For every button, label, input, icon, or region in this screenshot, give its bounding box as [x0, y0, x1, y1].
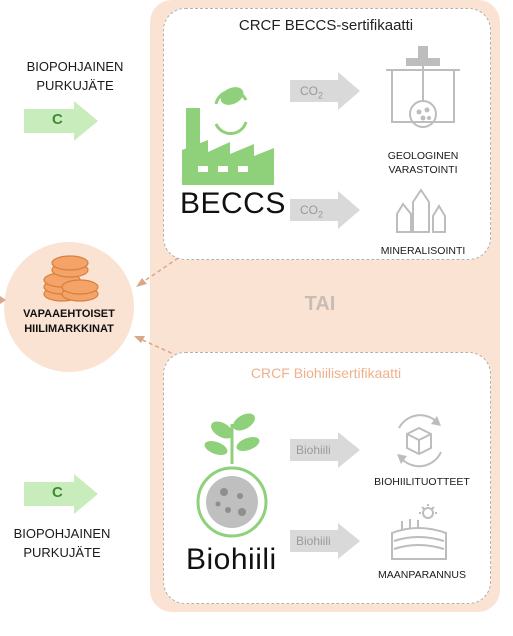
biochar-arrow-2-label: Biohiili	[296, 534, 331, 548]
factory-icon	[182, 87, 274, 185]
biochar-label: Biohiili	[186, 543, 277, 576]
connector-biochar-to-market	[134, 336, 179, 357]
biochar-products-label: BIOHIILITUOTTEET	[374, 476, 470, 488]
or-label: TAI	[304, 293, 336, 315]
field-icon	[391, 504, 447, 560]
voluntary-market-label: VAPAAEHTOISET HIILIMARKKINAT	[4, 307, 134, 337]
geological-storage-icon	[386, 46, 460, 128]
connector-beccs-to-market	[136, 253, 185, 287]
input-label-bottom: BIOPOHJAINEN PURKUJÄTE	[0, 524, 132, 562]
connector-market-left	[0, 296, 6, 304]
crystal-icon	[396, 188, 446, 233]
beccs-card-title: CRCF BECCS-sertifikaatti	[238, 17, 414, 34]
beccs-label: BECCS	[180, 187, 286, 220]
carbon-arrow-bottom	[24, 474, 98, 514]
voluntary-market-label-line1: VAPAAEHTOISET	[23, 308, 115, 320]
carbon-symbol-top: C	[52, 111, 63, 128]
biochar-arrow-2	[290, 523, 360, 559]
voluntary-market-label-line2: HIILIMARKKINAT	[24, 323, 114, 335]
input-label-bottom-line1: BIOPOHJAINEN	[13, 526, 111, 541]
co2-arrow-1	[290, 72, 360, 110]
input-label-top: BIOPOHJAINEN PURKUJÄTE	[5, 57, 145, 95]
geological-storage-label-line1: GEOLOGINEN	[387, 150, 459, 162]
soil-improvement-label: MAANPARANNUS	[378, 569, 466, 581]
biochar-arrow-1	[290, 432, 360, 468]
biochar-plant-icon	[196, 413, 268, 538]
geological-storage-label-line2: VARASTOINTI	[388, 164, 458, 176]
co2-arrow-2-label: CO2	[300, 203, 324, 220]
input-label-top-line2: PURKUJÄTE	[36, 78, 114, 93]
geological-storage-label: GEOLOGINEN VARASTOINTI	[363, 149, 483, 177]
carbon-symbol-bottom: C	[52, 484, 63, 501]
mineralisation-label: MINERALISOINTI	[380, 245, 466, 257]
biochar-certificate-card	[163, 352, 491, 604]
carbon-arrow-top	[24, 101, 98, 141]
biochar-card-title: CRCF Biohiilisertifikaatti	[250, 365, 402, 381]
input-label-bottom-line2: PURKUJÄTE	[23, 545, 101, 560]
co2-arrow-1-label: CO2	[300, 84, 324, 101]
input-label-top-line1: BIOPOHJAINEN	[26, 59, 124, 74]
biochar-products-icon	[397, 414, 442, 468]
coins-icon	[43, 255, 99, 302]
biochar-arrow-1-label: Biohiili	[296, 443, 331, 457]
co2-arrow-2	[290, 191, 360, 229]
